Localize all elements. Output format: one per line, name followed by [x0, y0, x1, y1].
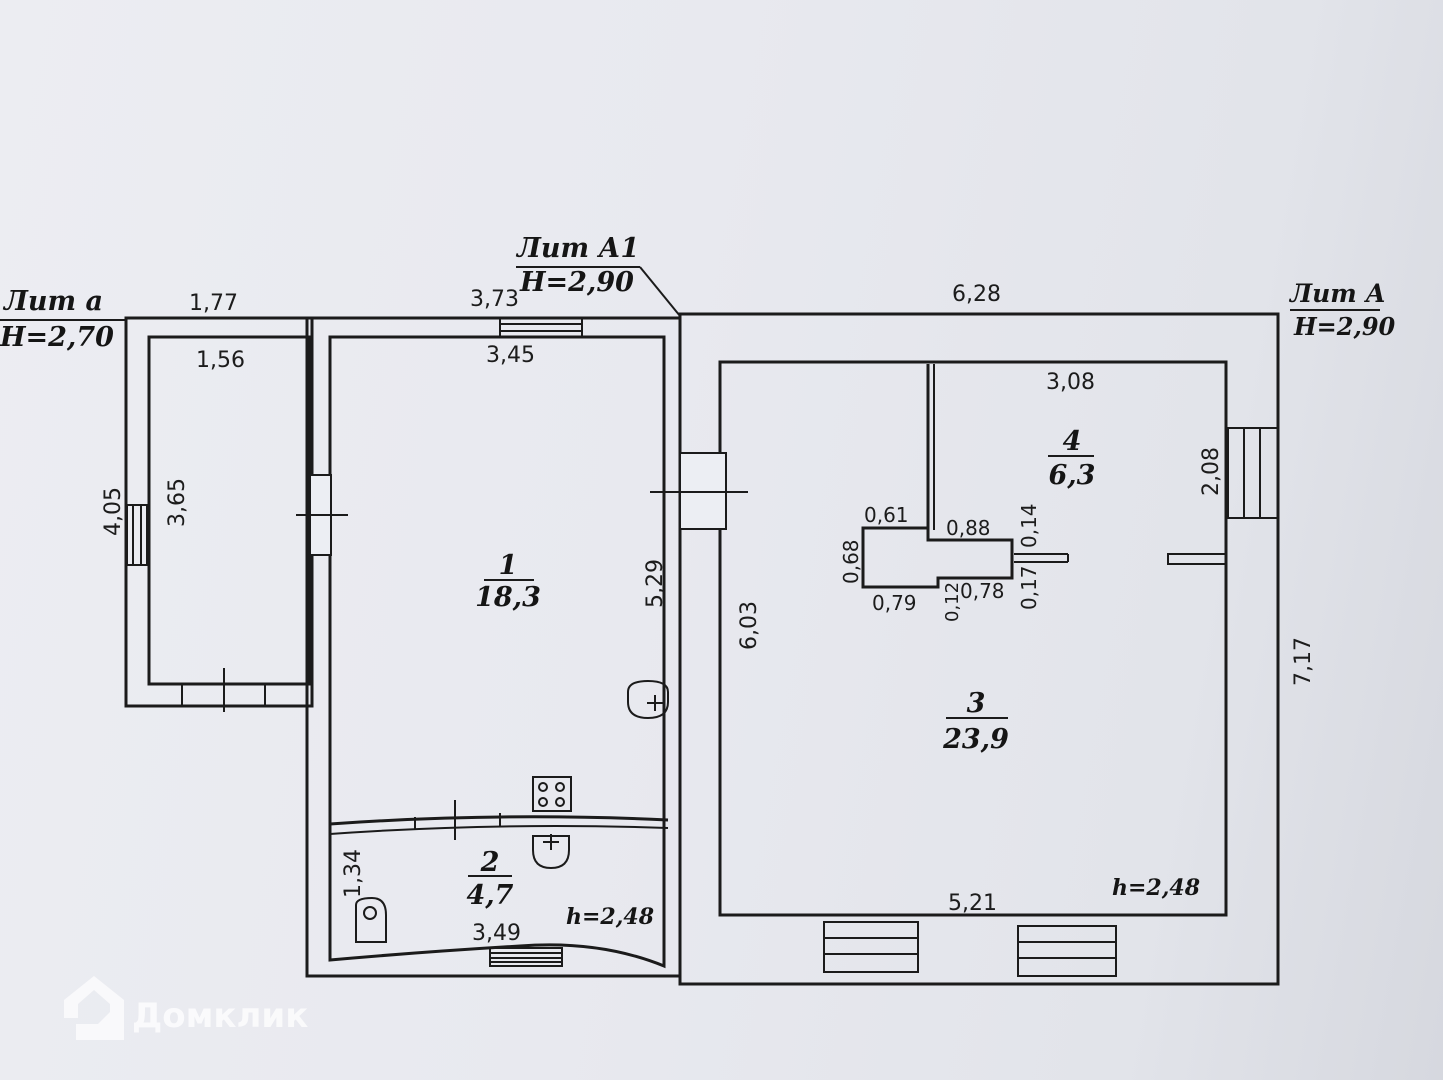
section-lit-a1: [296, 316, 682, 978]
toilet-icon: [355, 896, 387, 943]
lit-a1-height: Н=2,90: [519, 267, 634, 298]
svg-text:3: 3: [967, 688, 986, 719]
dim-0-14: 0,14: [1017, 503, 1041, 548]
room-2-label: 2 4,7: [467, 847, 514, 911]
dim-3-73: 3,73: [470, 287, 519, 312]
dim-0-78: 0,78: [960, 579, 1005, 603]
svg-text:4,7: 4,7: [467, 880, 514, 911]
dim-0-68: 0,68: [839, 539, 863, 584]
dim-1-56: 1,56: [196, 348, 245, 373]
watermark-brand: Домклик: [132, 996, 308, 1036]
lit-a1-label: Лит А1: [515, 233, 639, 264]
dim-5-29: 5,29: [643, 559, 668, 608]
dim-3-08: 3,08: [1046, 370, 1095, 395]
dim-1-34: 1,34: [341, 849, 366, 898]
lit-A-label: Лит А: [1288, 279, 1386, 308]
svg-text:2: 2: [480, 847, 500, 878]
room-3-label: 3 23,9: [942, 688, 1009, 755]
dim-3-49: 3,49: [472, 921, 521, 946]
watermark: Домклик: [64, 976, 308, 1040]
room-4-label: 4 6,3: [1048, 426, 1095, 491]
dim-2-08: 2,08: [1199, 447, 1224, 496]
svg-text:6,3: 6,3: [1049, 460, 1096, 491]
dim-0-88: 0,88: [946, 516, 991, 540]
stove-icon: [532, 776, 572, 812]
dim-3-45: 3,45: [486, 343, 535, 368]
dim-0-61: 0,61: [864, 503, 909, 527]
dim-0-12: 0,12: [942, 582, 963, 622]
lit-a-height: Н=2,70: [0, 322, 114, 353]
lit-A-height: Н=2,90: [1293, 312, 1396, 341]
svg-text:1: 1: [499, 550, 518, 581]
room-1-label: 1 18,3: [475, 550, 541, 613]
dim-6-28: 6,28: [952, 282, 1001, 307]
dim-0-79: 0,79: [872, 591, 917, 615]
dim-5-21: 5,21: [948, 891, 997, 916]
annex-lit-a: [124, 316, 314, 712]
lit-a-label: Лит а: [2, 286, 103, 317]
svg-text:4: 4: [1063, 426, 1082, 457]
dim-4-05: 4,05: [101, 487, 126, 536]
dim-6-03: 6,03: [737, 601, 762, 650]
dim-1-77: 1,77: [189, 291, 238, 316]
dim-0-17: 0,17: [1017, 565, 1041, 610]
house-logo-icon: [64, 976, 124, 1040]
section-lit-a: [650, 312, 1280, 986]
svg-text:23,9: 23,9: [942, 724, 1009, 755]
svg-text:18,3: 18,3: [475, 582, 541, 613]
dim-7-17: 7,17: [1291, 637, 1316, 686]
sink-icon: [627, 679, 669, 720]
height-label-left: h=2,48: [566, 904, 654, 930]
height-label-right: h=2,48: [1112, 875, 1200, 901]
washbasin-icon: [532, 834, 570, 870]
dim-3-65: 3,65: [165, 478, 190, 527]
